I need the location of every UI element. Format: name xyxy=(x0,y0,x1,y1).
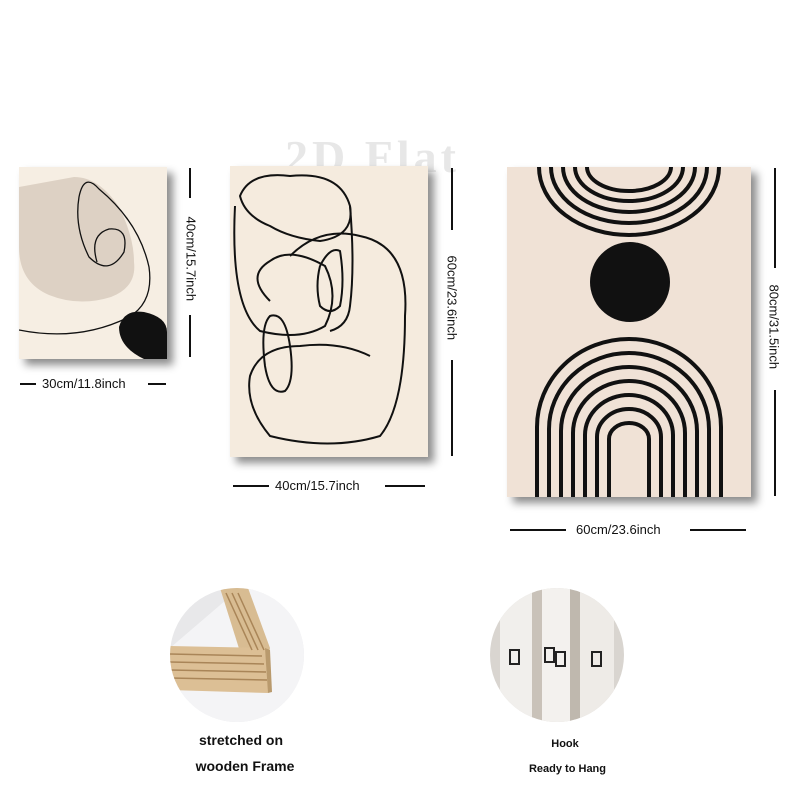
width-dimension-line-left xyxy=(20,383,36,385)
hook-icon xyxy=(490,588,624,722)
height-dimension-line-bottom xyxy=(451,360,453,456)
height-dimension-line-bottom xyxy=(189,315,191,357)
width-dimension-line-right xyxy=(690,529,746,531)
frame-caption-line1: stretched on xyxy=(198,732,283,748)
panel-2-height-label: 60cm/23.6inch xyxy=(444,255,460,341)
width-dimension-line-right xyxy=(385,485,425,487)
panel-1-width-label: 30cm/11.8inch xyxy=(42,376,126,391)
artwork-panel-large xyxy=(507,167,751,497)
panel-3-width-label: 60cm/23.6inch xyxy=(576,522,661,537)
height-dimension-line-top xyxy=(774,168,776,268)
wooden-frame-photo xyxy=(170,588,304,722)
hook-photo xyxy=(490,588,624,722)
height-dimension-line-bottom xyxy=(774,390,776,496)
wooden-frame-icon xyxy=(170,588,304,722)
height-dimension-line-top xyxy=(189,168,191,198)
abstract-line-art-2 xyxy=(230,166,428,457)
width-dimension-line-left xyxy=(510,529,566,531)
hook-caption-line2: Ready to Hang xyxy=(528,763,606,775)
artwork-panel-small xyxy=(19,167,167,359)
panel-1-height-label: 40cm/15.7inch xyxy=(183,216,199,302)
frame-caption-line2: wooden Frame xyxy=(195,758,295,774)
width-dimension-line-right xyxy=(148,383,166,385)
panel-3-height-label: 80cm/31.5inch xyxy=(766,284,782,370)
abstract-arches-art xyxy=(507,167,751,497)
height-dimension-line-top xyxy=(451,168,453,230)
hook-caption-line1: Hook xyxy=(551,738,579,750)
panel-2-width-label: 40cm/15.7inch xyxy=(275,478,360,493)
artwork-panel-medium xyxy=(230,166,428,457)
abstract-line-art-1 xyxy=(19,167,167,359)
width-dimension-line-left xyxy=(233,485,269,487)
